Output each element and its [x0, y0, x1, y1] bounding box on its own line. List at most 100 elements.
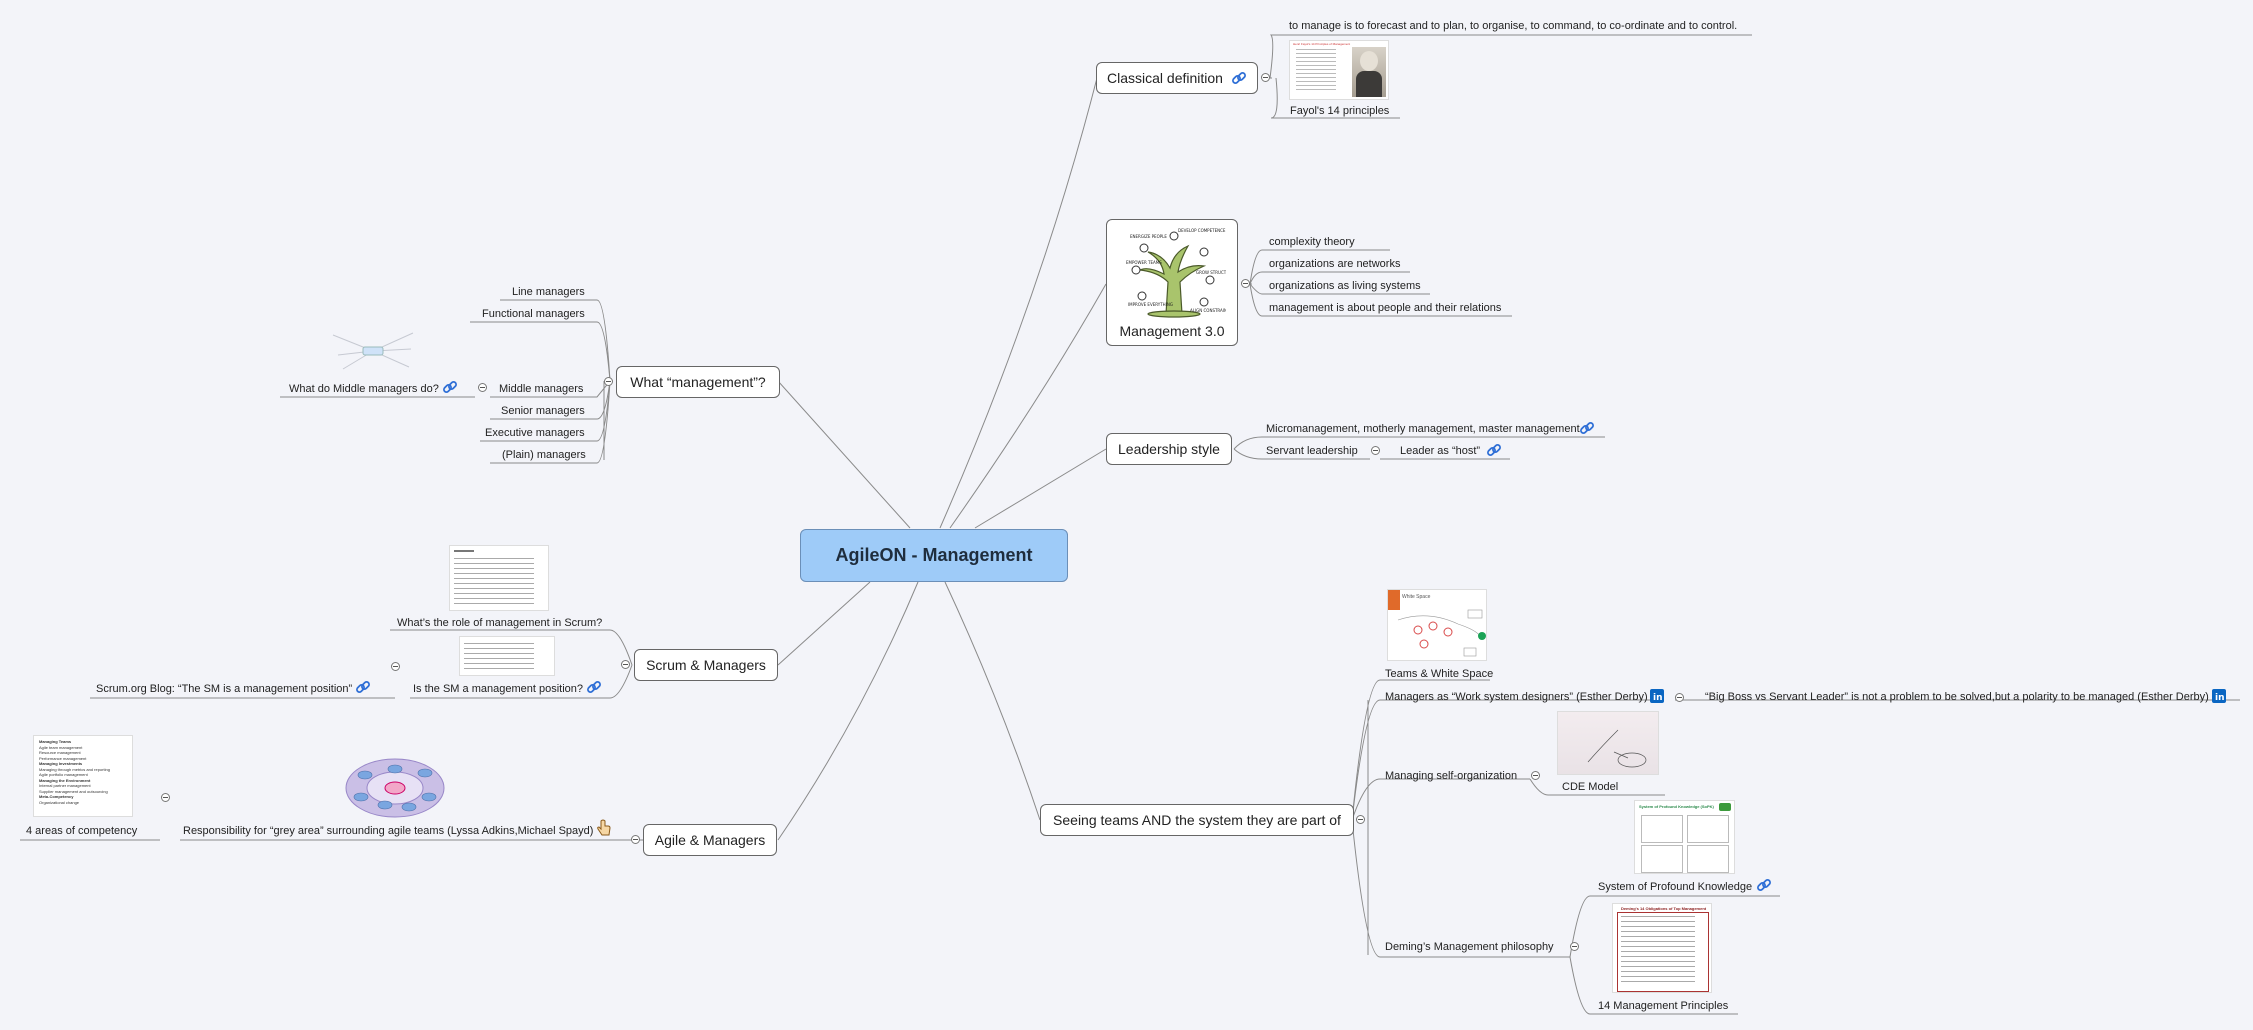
link-icon[interactable]	[1486, 442, 1502, 458]
link-icon[interactable]	[586, 679, 602, 695]
middle-managers-thumbnail	[323, 325, 423, 377]
collapse-icon[interactable]	[1371, 446, 1380, 455]
cde-model-label: CDE Model	[1562, 781, 1619, 793]
topic-seeing-system[interactable]: Seeing teams AND the system they are par…	[1040, 804, 1354, 836]
collapse-icon[interactable]	[1261, 73, 1270, 82]
mind-map-thumbnail	[332, 332, 414, 370]
cde-thumbnail	[1557, 711, 1659, 775]
competency-line: Managing Investments	[39, 761, 83, 766]
competency-line: Performance management	[39, 755, 87, 761]
m30-item-people-relations: management is about people and their rel…	[1269, 302, 1502, 314]
scrum-role-thumbnail	[449, 545, 549, 611]
teams-white-space-label: Teams & White Space	[1385, 668, 1494, 680]
collapse-icon[interactable]	[1675, 693, 1684, 702]
competency-line: Organizational change	[39, 799, 80, 805]
link-icon[interactable]	[1756, 877, 1772, 893]
competency-line: Agile portfolio management	[39, 772, 88, 777]
profound-knowledge-thumbnail: System of Profound Knowledge (SoPK)	[1634, 800, 1735, 874]
topic-label: Management 3.0	[1119, 323, 1225, 339]
svg-text:EMPOWER TEAMS: EMPOWER TEAMS	[1126, 260, 1162, 265]
middle-managers-question: What do Middle managers do?	[289, 383, 439, 395]
linkedin-icon[interactable]: in	[2212, 689, 2226, 703]
topic-label: Seeing teams AND the system they are par…	[1053, 812, 1341, 828]
leadership-servant: Servant leadership	[1266, 445, 1358, 457]
sm-position-question: Is the SM a management position?	[413, 683, 583, 695]
what-middle-managers: Middle managers	[499, 383, 584, 395]
competency-line: Managing the Environment	[39, 777, 91, 783]
topic-leadership-style[interactable]: Leadership style	[1106, 433, 1232, 465]
topic-label: Classical definition	[1107, 70, 1223, 86]
collapse-icon[interactable]	[391, 662, 400, 671]
scrum-blog-link[interactable]: Scrum.org Blog: “The SM is a management …	[96, 683, 353, 695]
collapse-icon[interactable]	[478, 383, 487, 392]
collapse-icon[interactable]	[1531, 771, 1540, 780]
classical-definition-text: to manage is to forecast and to plan, to…	[1289, 20, 1738, 32]
grey-area-responsibility: Responsibility for “grey area” surroundi…	[183, 825, 594, 837]
svg-text:in: in	[1653, 693, 1663, 703]
link-icon[interactable]	[442, 379, 458, 395]
link-icon[interactable]	[355, 679, 371, 695]
competency-line: Managing Teams	[39, 739, 72, 744]
collapse-icon[interactable]	[1356, 815, 1365, 824]
collapse-icon[interactable]	[1241, 279, 1250, 288]
collapse-icon[interactable]	[1570, 942, 1579, 951]
profound-thumbnail-title: System of Profound Knowledge (SoPK)	[1639, 804, 1714, 809]
link-icon[interactable]	[1579, 420, 1595, 436]
competency-line: Resource management	[39, 750, 81, 755]
m30-item-networks: organizations are networks	[1269, 258, 1401, 270]
what-plain-managers: (Plain) managers	[502, 449, 586, 461]
fayol-thumbnail-title: Henri Fayol's 14 Principles of Managemen…	[1293, 42, 1351, 46]
topic-agile-managers[interactable]: Agile & Managers	[643, 824, 777, 856]
topic-label: Agile & Managers	[654, 832, 766, 848]
competency-line: Agile team management	[39, 744, 83, 750]
what-functional-managers: Functional managers	[482, 308, 585, 320]
topic-label: Leadership style	[1118, 441, 1220, 457]
hand-pointer-icon[interactable]	[596, 819, 612, 837]
svg-text:GROW STRUCTURE: GROW STRUCTURE	[1196, 270, 1226, 275]
svg-text:DEVELOP COMPETENCE: DEVELOP COMPETENCE	[1178, 228, 1226, 233]
m30-item-living-systems: organizations as living systems	[1269, 280, 1421, 292]
svg-text:in: in	[2215, 693, 2225, 703]
collapse-icon[interactable]	[161, 793, 170, 802]
deming-philosophy: Deming’s Management philosophy	[1385, 941, 1554, 953]
leadership-host: Leader as “host”	[1400, 445, 1481, 457]
svg-text:ALIGN CONSTRAINTS: ALIGN CONSTRAINTS	[1190, 308, 1226, 313]
svg-text:ENERGIZE PEOPLE: ENERGIZE PEOPLE	[1130, 234, 1167, 239]
grey-area-diagram	[345, 758, 445, 818]
white-space-thumbnail-title: White Space	[1402, 594, 1431, 600]
leadership-micromanagement: Micromanagement, motherly management, ma…	[1266, 423, 1580, 435]
white-space-thumbnail: White Space	[1387, 589, 1487, 661]
topic-what-management[interactable]: What “management”?	[616, 366, 780, 398]
collapse-icon[interactable]	[604, 377, 613, 386]
competency-thumbnail: Managing Teams Agile team management Res…	[33, 735, 133, 817]
what-executive-managers: Executive managers	[485, 427, 585, 439]
what-senior-managers: Senior managers	[501, 405, 585, 417]
collapse-icon[interactable]	[631, 835, 640, 844]
fayol-thumbnail: Henri Fayol's 14 Principles of Managemen…	[1289, 40, 1389, 100]
topic-label: What “management”?	[630, 374, 766, 390]
work-system-designers: Managers as “Work system designers” (Est…	[1385, 691, 1648, 703]
polarity-statement: “Big Boss vs Servant Leader” is not a pr…	[1705, 691, 2209, 703]
management-tree-image: ENERGIZE PEOPLE DEVELOP COMPETENCE EMPOWE…	[1126, 228, 1226, 318]
central-topic[interactable]: AgileON - Management	[800, 529, 1068, 582]
m30-item-complexity: complexity theory	[1269, 236, 1355, 248]
fourteen-principles-label: 14 Management Principles	[1598, 1000, 1729, 1012]
central-topic-label: AgileON - Management	[835, 545, 1033, 565]
competency-line: Supplier management and outsourcing	[39, 788, 108, 794]
deming-thumbnail-title: Deming's 14 Obligations of Top Managemen…	[1621, 906, 1707, 911]
collapse-icon[interactable]	[621, 660, 630, 669]
topic-scrum-managers[interactable]: Scrum & Managers	[634, 649, 778, 681]
competency-line: Meta-Competency	[39, 794, 74, 799]
sm-position-thumbnail	[459, 636, 555, 676]
topic-label: Scrum & Managers	[646, 657, 766, 673]
linkedin-icon[interactable]: in	[1650, 689, 1664, 703]
scrum-role-question: What’s the role of management in Scrum?	[397, 617, 603, 629]
fayol-principles-label: Fayol's 14 principles	[1290, 105, 1390, 117]
link-icon[interactable]	[1231, 70, 1247, 86]
topic-classical-definition[interactable]: Classical definition	[1096, 62, 1258, 94]
what-line-managers: Line managers	[512, 286, 585, 298]
competency-line: Managing through metrics and reporting	[39, 766, 110, 772]
deming-principles-thumbnail: Deming's 14 Obligations of Top Managemen…	[1612, 903, 1712, 993]
